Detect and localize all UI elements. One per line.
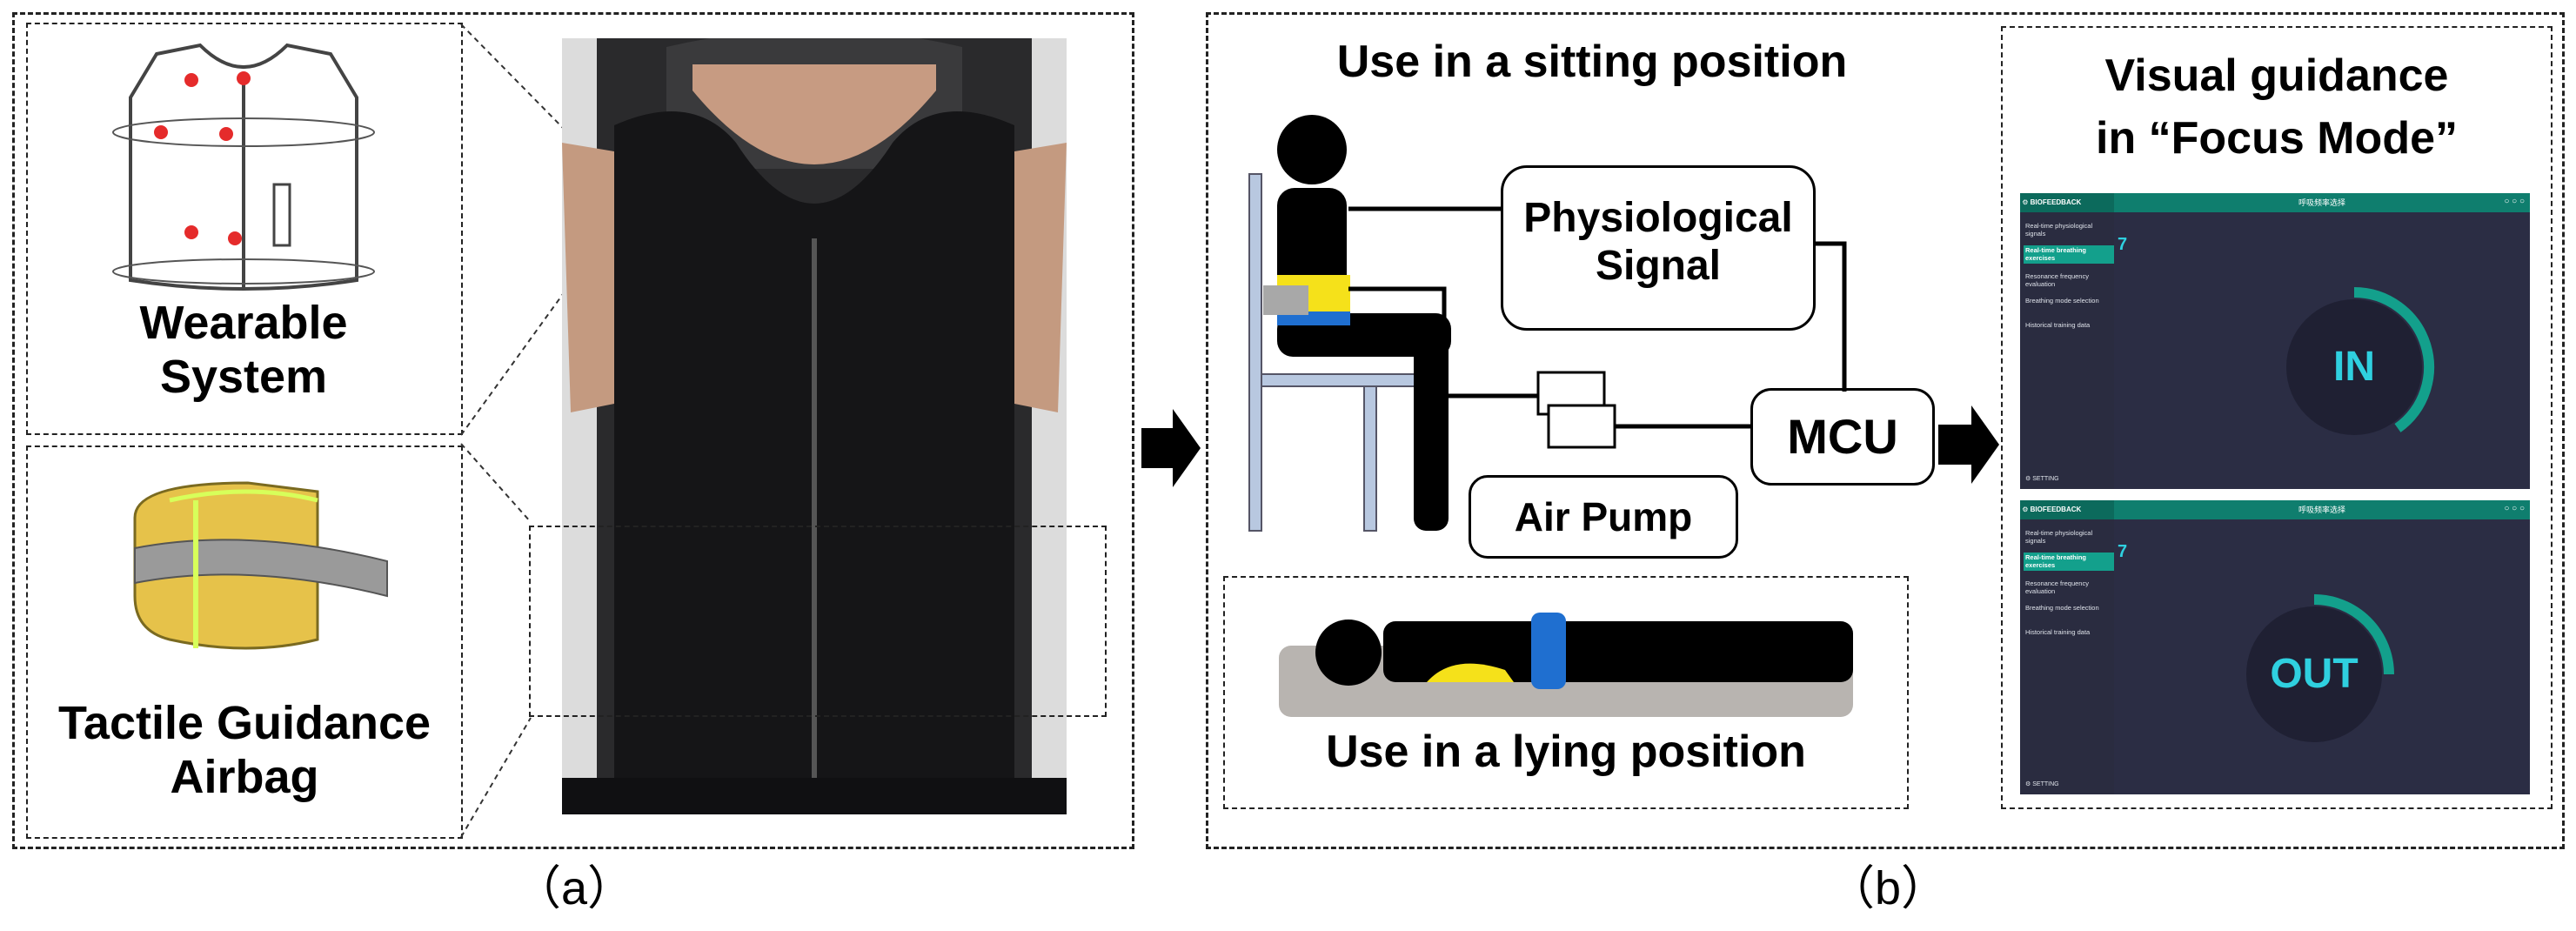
lying-position-box [1223,576,1909,809]
breath-counter: 7 [2118,542,2128,561]
inhale-label: IN [2333,344,2375,390]
breath-progress-ring [2246,594,2394,742]
exhale-label: OUT [2270,651,2359,697]
vest-sensor-dot [237,71,251,85]
menu-item-historical-data[interactable]: Historical training data [2025,628,2091,636]
menu-item-historical-data[interactable]: Historical training data [2025,321,2091,329]
vest-sensor-dot [154,125,168,139]
app-sidebar: Real-time physiological signals Real-tim… [2020,212,2114,489]
vest-sensor-dot [184,73,198,87]
callout-lines [460,23,575,838]
app-sidebar: Real-time physiological signals Real-tim… [2020,519,2114,794]
breath-progress-ring [2286,287,2435,435]
lying-diagram [1279,613,1853,717]
setting-button[interactable]: ⚙ SETTING [2025,781,2059,787]
wearable-system-label: Wearable System [139,297,348,404]
menu-item-breathing-exercises[interactable]: Real-time breathing exercises [2024,245,2114,265]
menu-item-physiological-signals[interactable]: Real-time physiological signals [2025,222,2093,238]
vest-photo [562,38,1067,814]
app-logo: ⚙ BIOFEEDBACK [2020,193,2114,212]
airbag-position-box [529,526,1107,717]
menu-item-resonance-evaluation[interactable]: Resonance frequency evaluation [2025,579,2089,595]
caption-a: （a） [513,862,635,914]
panel-a-frame [12,12,1134,849]
visual-guidance-title-line2: in “Focus Mode” [2096,113,2458,164]
menu-item-breathing-mode[interactable]: Breathing mode selection [2025,297,2099,305]
menu-item-breathing-exercises[interactable]: Real-time breathing exercises [2024,553,2114,572]
sitting-position-title: Use in a sitting position [1336,37,1848,87]
vest-illustration-box [26,23,463,435]
vest-sensor-dot [219,127,233,141]
airbag-illustration-box [26,445,463,839]
app-header [2020,500,2530,519]
vest-sensor-dot [228,231,242,245]
breath-counter: 7 [2118,235,2128,254]
tactile-guidance-airbag-label: Tactile Guidance Airbag [57,697,432,804]
app-title: 呼吸频率选择 [2298,506,2345,514]
menu-item-resonance-evaluation[interactable]: Resonance frequency evaluation [2025,272,2089,288]
app-header [2020,193,2530,212]
window-controls[interactable]: ○ ○ ○ [2504,197,2525,206]
lying-position-title: Use in a lying position [1326,727,1806,777]
panel-b-frame [1206,12,2565,849]
sitting-diagram [1248,115,1847,532]
app-screen-inhale: ⚙ BIOFEEDBACK 呼吸频率选择 Real-time physiolog… [2020,193,2530,489]
visual-guidance-box [2001,26,2553,809]
airbag-illustration [133,481,388,650]
air-pump-box: Air Pump [1469,475,1738,559]
app-title: 呼吸频率选择 [2298,198,2345,207]
app-screen-exhale: ⚙ BIOFEEDBACK 呼吸频率选择 Real-time physiolog… [2020,500,2530,794]
menu-item-breathing-mode[interactable]: Breathing mode selection [2025,604,2099,612]
physiological-signal-box: Physiological Signal [1501,165,1816,331]
caption-b: （b） [1827,862,1949,914]
visual-guidance-title-line1: Visual guidance [2104,50,2449,101]
vest-illustration [112,43,375,291]
arrow-right-icon [1938,405,1999,484]
window-controls[interactable]: ○ ○ ○ [2504,504,2525,513]
mcu-box: MCU [1750,388,1935,486]
menu-item-physiological-signals[interactable]: Real-time physiological signals [2025,529,2093,545]
app-logo: ⚙ BIOFEEDBACK [2020,500,2114,519]
arrow-right-icon [1141,409,1201,487]
setting-button[interactable]: ⚙ SETTING [2025,476,2059,482]
vest-sensor-dot [184,225,198,239]
